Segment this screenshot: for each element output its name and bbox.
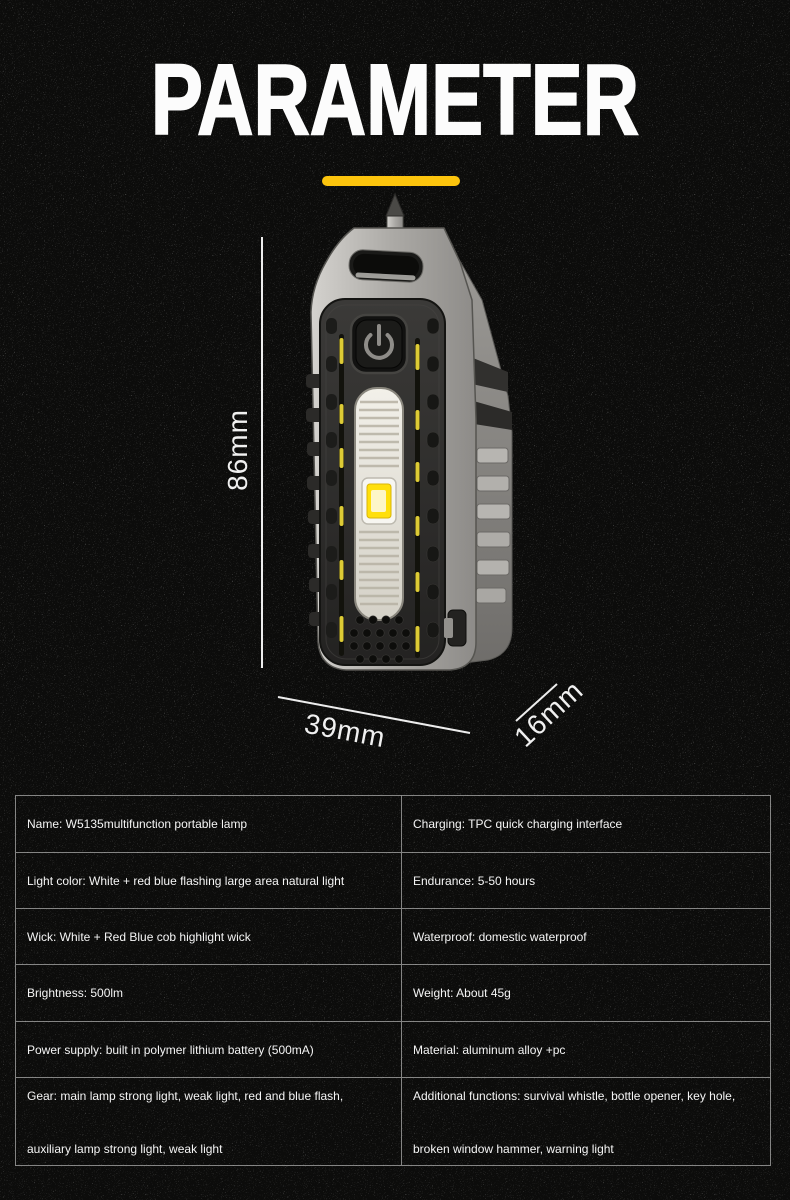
spec-text: Material: aluminum alloy +pc (413, 1042, 566, 1057)
spec-text: Waterproof: domestic waterproof (413, 929, 587, 944)
spec-text: Power supply: built in polymer lithium b… (27, 1042, 314, 1057)
side-latch (444, 609, 467, 647)
dimension-label-height: 86mm (222, 409, 253, 491)
spec-row-gear-additional: Gear: main lamp strong light, weak light… (16, 1077, 770, 1165)
spec-cell-light-color: Light color: White + red blue flashing l… (16, 853, 401, 908)
spec-cell-power-supply: Power supply: built in polymer lithium b… (16, 1022, 401, 1077)
spec-text: Light color: White + red blue flashing l… (27, 873, 345, 888)
power-icon (364, 324, 394, 360)
spec-text: Weight: About 45g (413, 986, 511, 1000)
power-button (349, 313, 409, 375)
spec-cell-waterproof: Waterproof: domestic waterproof (401, 909, 770, 964)
main-led (361, 477, 397, 525)
spec-cell-material: Material: aluminum alloy +pc (401, 1022, 770, 1077)
spec-text-line2: broken window hammer, warning light (413, 1142, 614, 1156)
spec-row-power-material: Power supply: built in polymer lithium b… (16, 1021, 770, 1077)
flashlight (306, 192, 513, 671)
led-strip (354, 387, 404, 621)
yellow-accent-grooves (339, 334, 420, 658)
width-dimension-line (277, 696, 471, 734)
spec-row-wick-waterproof: Wick: White + Red Blue cob highlight wic… (16, 908, 770, 964)
spec-text: Brightness: 500lm (27, 986, 124, 1000)
spec-cell-endurance: Endurance: 5-50 hours (401, 853, 770, 908)
dimension-lines (261, 237, 558, 734)
title-underline-bar (322, 176, 460, 186)
spec-cell-gear: Gear: main lamp strong light, weak light… (16, 1078, 401, 1165)
spec-table: Name: W5135multifunction portable lamp C… (15, 795, 771, 1166)
spec-cell-brightness: Brightness: 500lm (16, 965, 401, 1021)
spec-cell-additional-functions: Additional functions: survival whistle, … (401, 1078, 770, 1165)
spec-text: Name: W5135multifunction portable lamp (27, 817, 248, 831)
side-rib-texture (475, 447, 511, 604)
spec-text: Wick: White + Red Blue cob highlight wic… (27, 929, 251, 944)
keyring-slot (348, 249, 424, 283)
panel-rib-texture (326, 317, 440, 639)
spec-cell-weight: Weight: About 45g (401, 965, 770, 1021)
spec-cell-wick: Wick: White + Red Blue cob highlight wic… (16, 909, 401, 964)
spec-row-name-charging: Name: W5135multifunction portable lamp C… (16, 796, 770, 852)
spec-text: Endurance: 5-50 hours (413, 873, 536, 888)
spec-cell-name: Name: W5135multifunction portable lamp (16, 796, 401, 852)
spec-text-line1: Gear: main lamp strong light, weak light… (27, 1089, 344, 1103)
whistle-holes (349, 615, 411, 664)
spec-cell-charging: Charging: TPC quick charging interface (401, 796, 770, 852)
spec-text-line2: auxiliary lamp strong light, weak light (27, 1142, 223, 1156)
depth-dimension-line (515, 683, 558, 722)
page-title: PARAMETER (150, 44, 640, 156)
spec-row-brightness-weight: Brightness: 500lm Weight: About 45g (16, 964, 770, 1021)
spec-text-line1: Additional functions: survival whistle, … (413, 1089, 736, 1103)
spec-row-lightcolor-endurance: Light color: White + red blue flashing l… (16, 852, 770, 908)
spec-text: Charging: TPC quick charging interface (413, 817, 623, 831)
